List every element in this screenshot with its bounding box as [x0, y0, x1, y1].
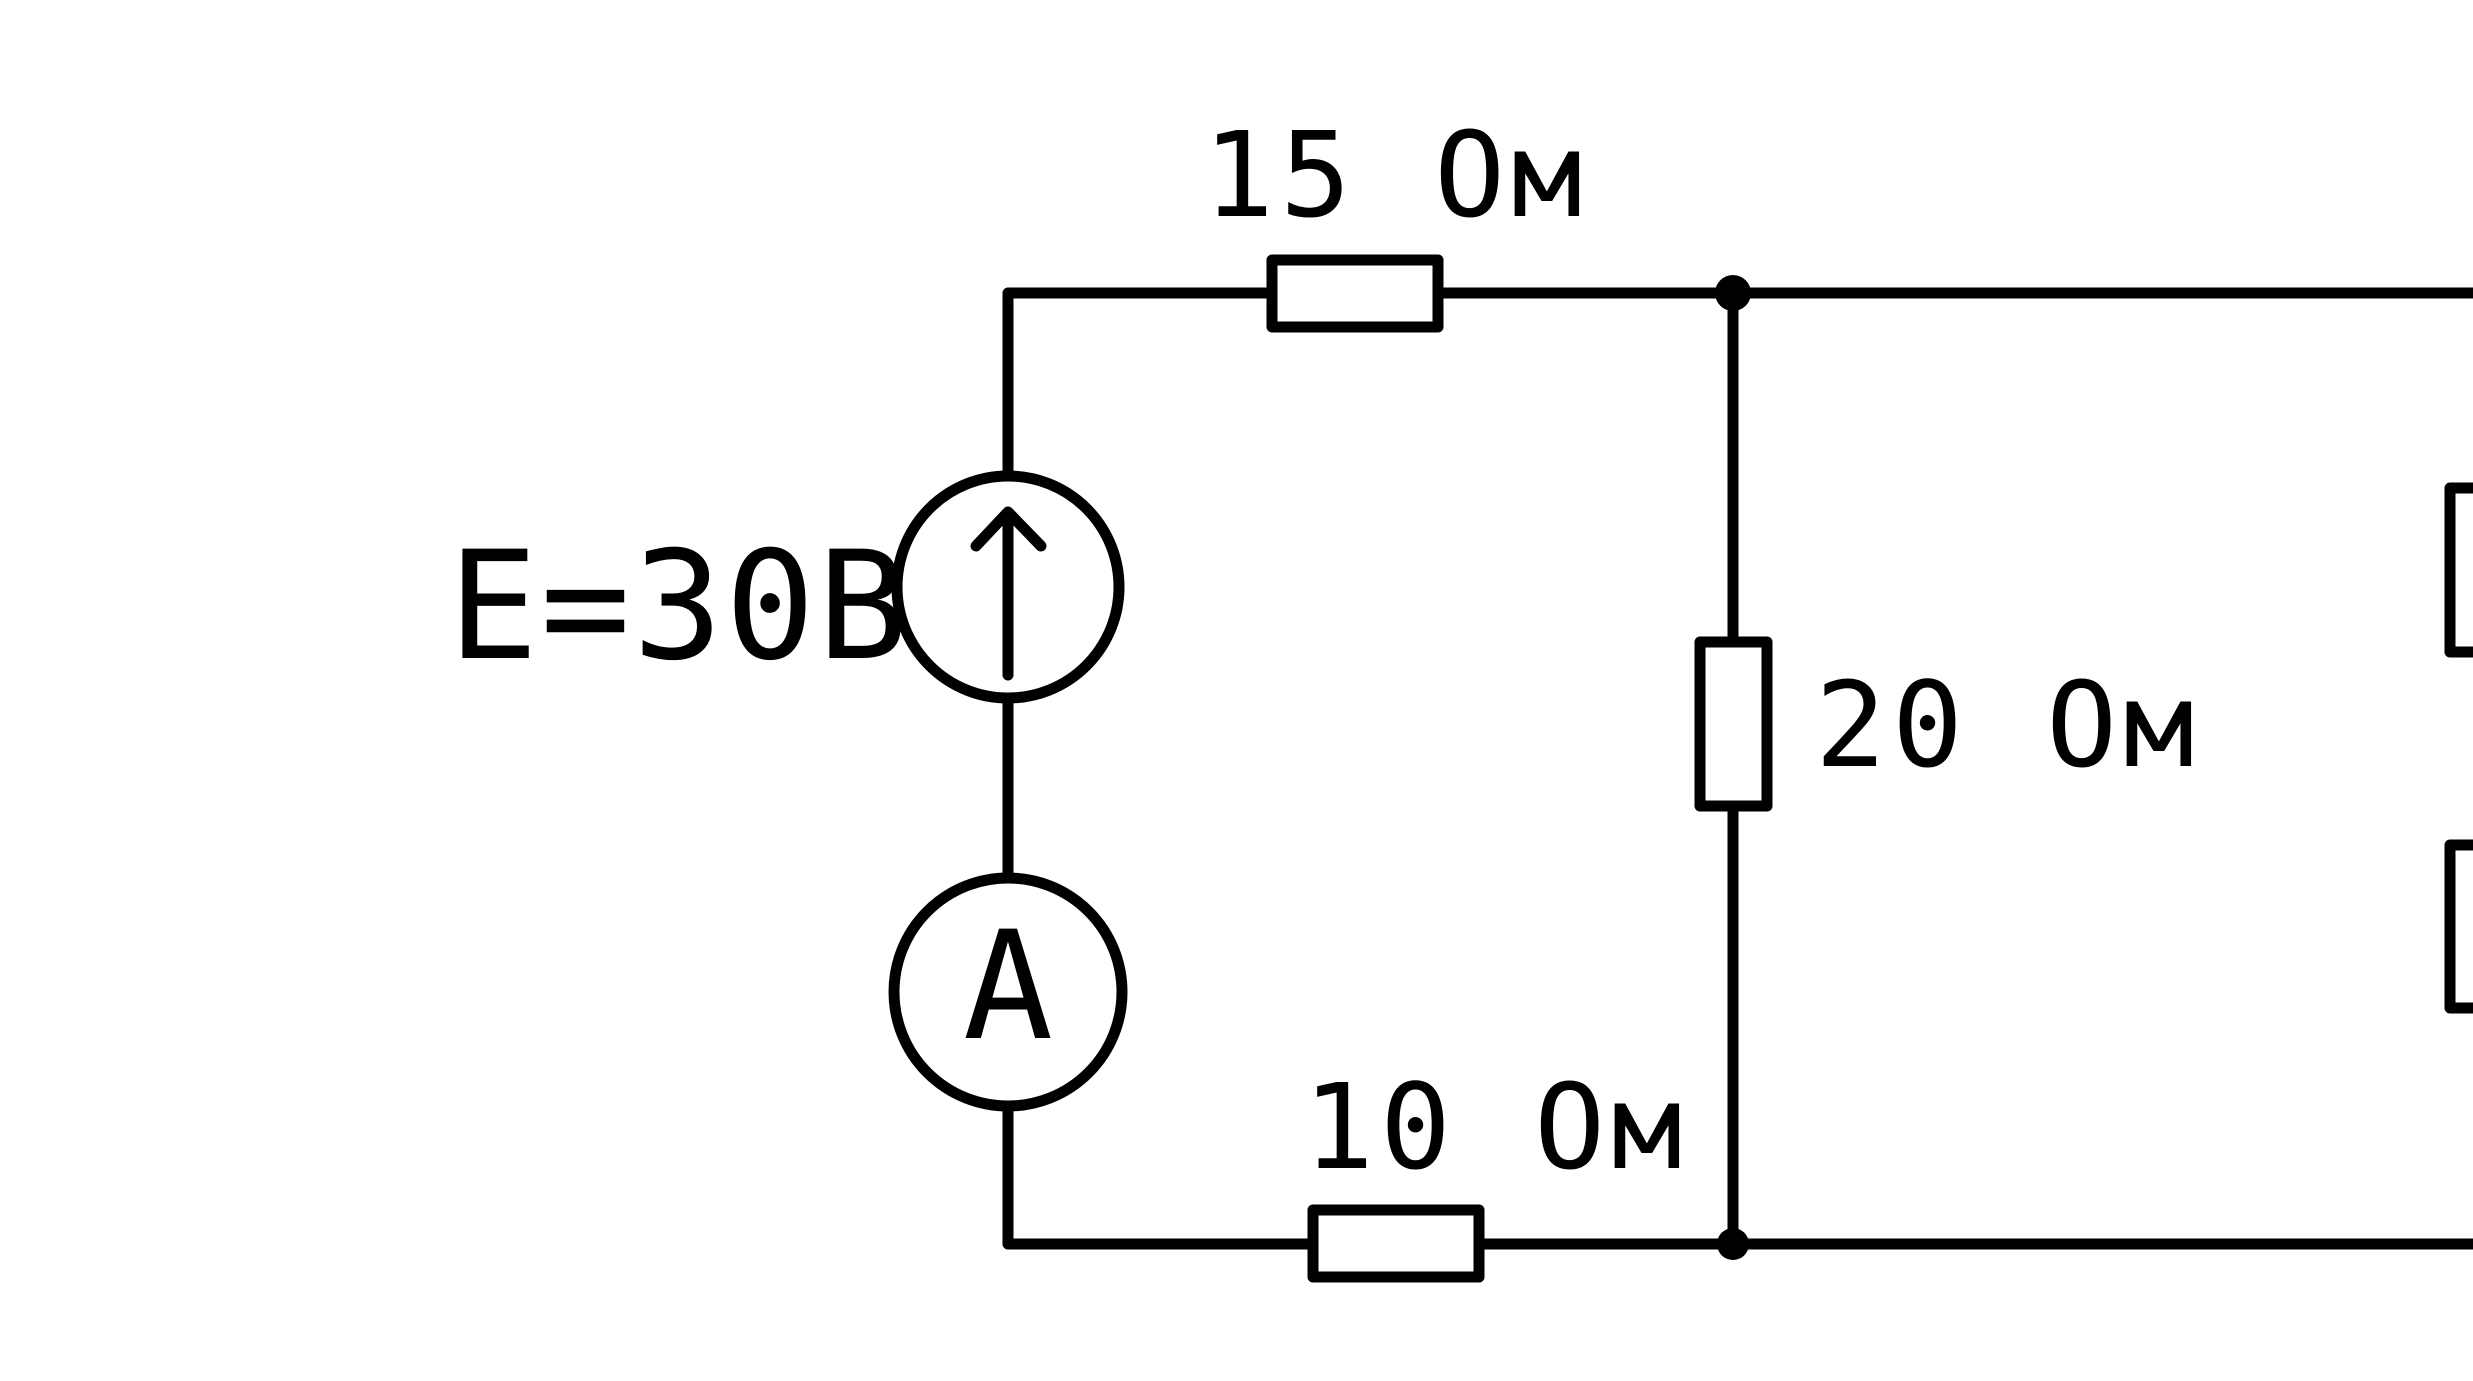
ammeter-circle	[888, 872, 1128, 1112]
resistor-bottom	[1307, 1204, 1485, 1283]
voltage-source	[891, 470, 1125, 704]
resistor-right-upper-partial	[2444, 482, 2473, 658]
voltage-source-circle	[891, 470, 1125, 704]
arrow-up-icon	[970, 506, 1047, 681]
wires	[1002, 287, 2473, 1250]
resistor-middle	[1694, 636, 1773, 812]
label-resistor-middle: 20 Ом	[1815, 656, 2200, 794]
wire-left-lower	[1002, 1100, 1319, 1250]
label-resistor-top: 15 Ом	[1203, 106, 1588, 244]
node-bottom	[1717, 1228, 1749, 1260]
resistor-right-lower-partial	[2444, 839, 2473, 1014]
label-resistor-bottom: 10 Ом	[1303, 1058, 1688, 1196]
label-voltage-source: E=30В	[448, 520, 910, 694]
ammeter-symbol: A	[963, 900, 1053, 1074]
node-top	[1715, 275, 1751, 311]
resistor-top	[1266, 254, 1444, 333]
wire-left-upper	[1002, 287, 1278, 481]
ammeter: A	[888, 872, 1128, 1112]
